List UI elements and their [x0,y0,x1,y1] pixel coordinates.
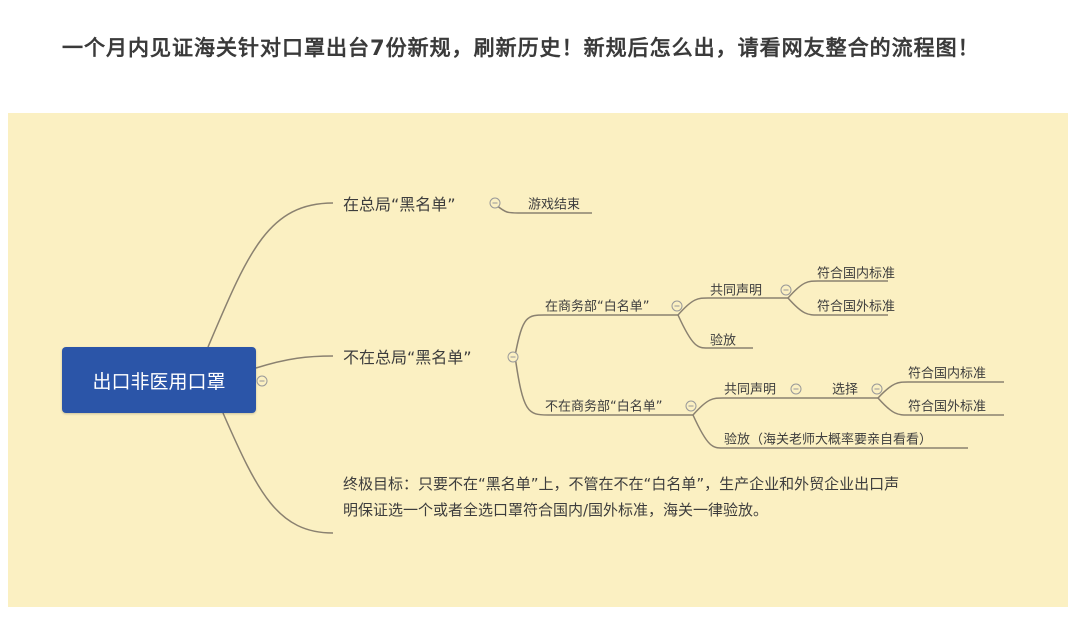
collapse-icon[interactable] [780,284,792,296]
line-wl-decl [677,297,788,316]
node-wl-domestic[interactable]: 符合国内标准 [817,266,896,282]
collapse-icon[interactable] [256,375,268,387]
line-to-not-whitelist [514,355,693,416]
line-wl-release [677,314,753,349]
collapse-icon[interactable] [685,400,697,412]
collapse-icon[interactable] [871,383,883,395]
line-to-whitelist [514,314,678,357]
node-nwl-declaration[interactable]: 共同声明 [724,382,777,398]
collapse-icon[interactable] [671,300,683,312]
collapse-icon[interactable] [790,383,802,395]
connector-lines [207,202,1004,534]
node-goal[interactable]: 终极目标：只要不在“黑名单”上，不管在不在“白名单”，生产企业和外贸企业出口声明… [343,475,900,519]
collapse-icon[interactable] [489,197,501,209]
line-wl-foreign [787,297,888,316]
node-game-over[interactable]: 游戏结束 [528,197,581,213]
line-gameover [495,204,592,214]
node-not-blacklisted[interactable]: 不在总局“黑名单” [343,348,472,367]
node-wl-declaration[interactable]: 共同声明 [710,283,763,299]
node-nwl-choice[interactable]: 选择 [832,382,859,398]
node-wl-foreign[interactable]: 符合国外标准 [817,299,896,315]
node-wl-release[interactable]: 验放 [710,333,737,349]
node-nwl-foreign[interactable]: 符合国外标准 [908,399,987,415]
node-not-whitelisted[interactable]: 不在商务部“白名单” [545,399,663,415]
line-nwl-domestic [877,381,1004,399]
node-blacklisted[interactable]: 在总局“黑名单” [343,195,456,214]
root-node[interactable]: 出口非医用口罩 [62,347,256,413]
line-nwl-release [692,414,968,449]
mind-map: 出口非医用口罩 在总局“黑名单” 游戏结束 不在总局“黑名单” 在商务部“白名单… [8,113,1068,607]
node-whitelisted[interactable]: 在商务部“白名单” [545,299,650,315]
line-nwl-foreign [877,397,1004,416]
node-nwl-release[interactable]: 验放（海关老师大概率要亲自看看） [724,432,933,448]
node-nwl-domestic[interactable]: 符合国内标准 [908,366,987,382]
line-wl-domestic [787,280,888,299]
collapse-icon[interactable] [507,351,519,363]
line-root-blacklist [207,202,334,348]
line-nwl-decl [692,397,878,416]
line-root-not-blacklist [255,355,334,369]
article-intro: 一个月内见证海关针对口罩出台7份新规，刷新历史！新规后怎么出，请看网友整合的流程… [62,36,980,60]
line-root-goal [222,412,334,534]
